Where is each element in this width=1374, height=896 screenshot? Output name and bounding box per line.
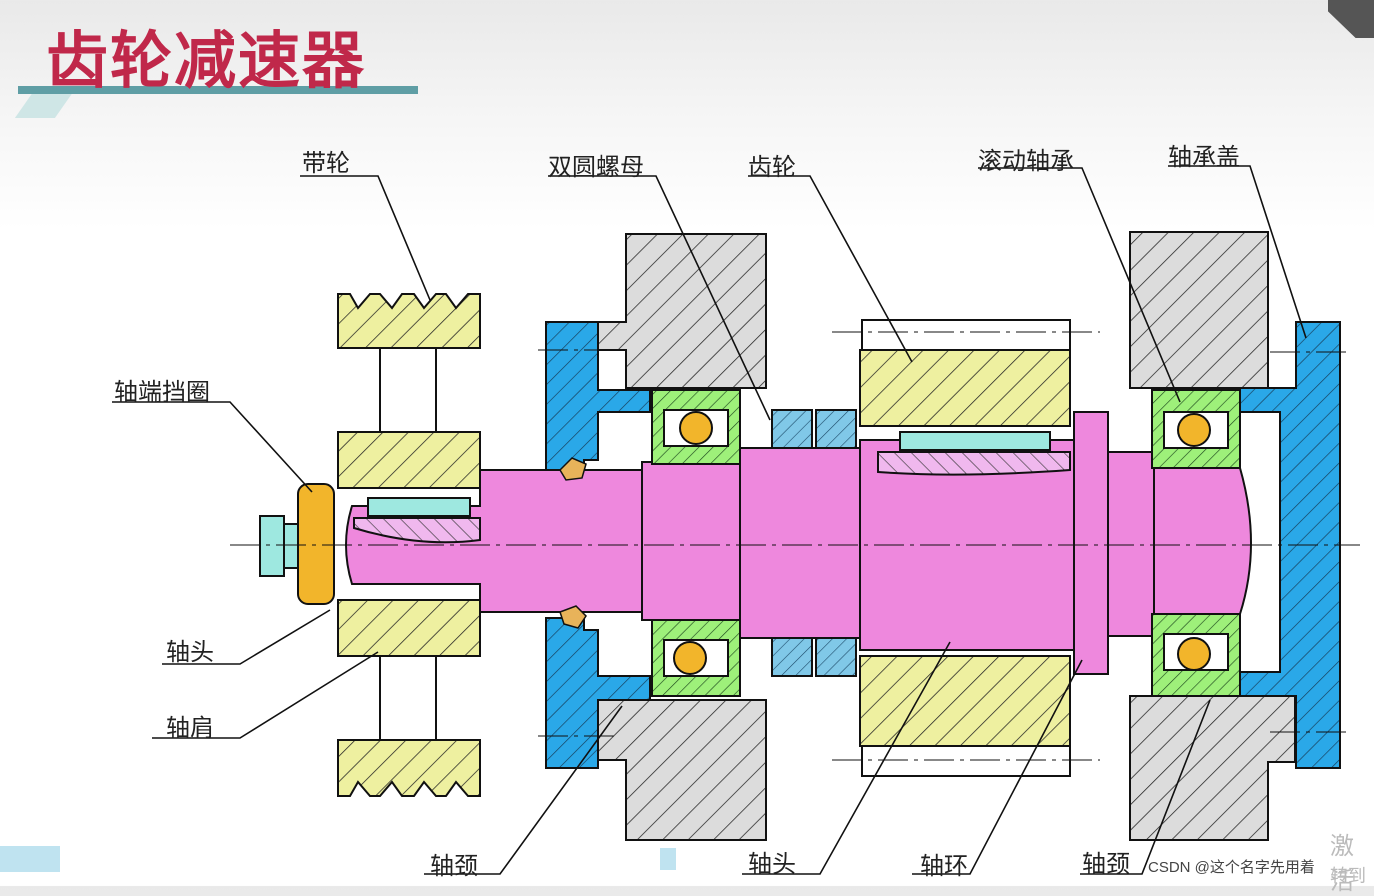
label-shaft-shoulder: 轴肩 [166, 714, 214, 742]
bearings [651, 389, 1241, 697]
activation-text-2: 转到 [1330, 866, 1366, 887]
end-retaining-ring [259, 483, 335, 605]
label-bearing-cover: 轴承盖 [1168, 143, 1240, 171]
label-shaft-head-left: 轴头 [166, 638, 214, 666]
shaft [345, 411, 1252, 675]
label-journal-left: 轴颈 [430, 852, 478, 880]
label-shaft-head-center: 轴头 [748, 850, 796, 878]
seals [559, 457, 587, 629]
label-shaft-collar: 轴环 [920, 852, 968, 880]
center-line [230, 331, 1360, 761]
label-rolling-bearing: 滚动轴承 [978, 147, 1074, 175]
label-double-round-nut: 双圆螺母 [548, 153, 644, 181]
label-journal-right: 轴颈 [1082, 850, 1130, 878]
title-underline [18, 86, 418, 94]
label-shaft-end-retaining-ring: 轴端挡圈 [114, 378, 210, 406]
double-nut [771, 409, 857, 677]
blip-center [660, 848, 676, 870]
gear-body [859, 319, 1071, 777]
watermark: CSDN @这个名字先用着 [1148, 859, 1315, 876]
keys [353, 431, 1071, 544]
leader-lines [112, 165, 1307, 875]
page-title: 齿轮减速器 [46, 24, 367, 97]
left-bearing-cover [545, 321, 651, 769]
blip-left [0, 846, 60, 872]
label-gear: 齿轮 [748, 153, 796, 181]
label-belt-pulley: 带轮 [302, 149, 350, 177]
belt-pulley-body [337, 293, 481, 797]
